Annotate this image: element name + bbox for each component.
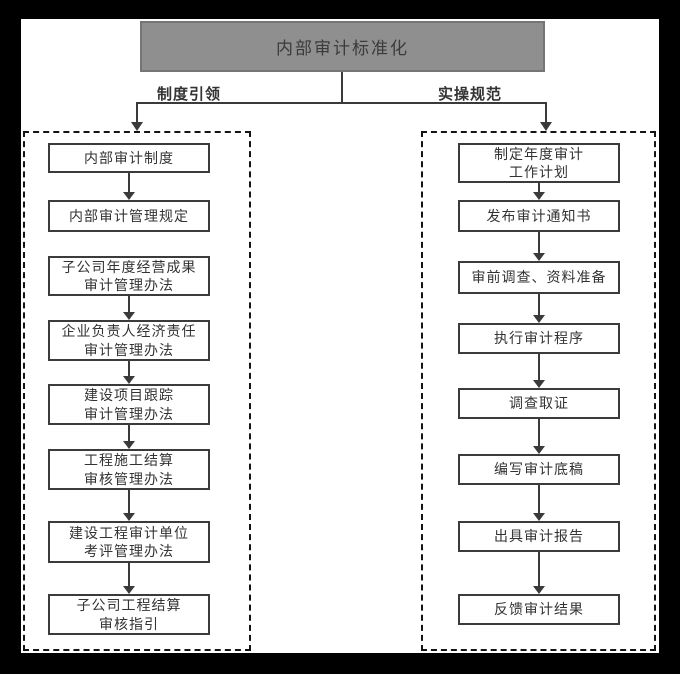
flowchart-node: 子公司年度经营成果 审计管理办法 (48, 256, 210, 296)
connector-arrow (533, 552, 545, 594)
flowchart-node: 企业负责人经济责任 审计管理办法 (48, 320, 210, 361)
connector-arrow (123, 361, 135, 384)
flowchart-node: 建设项目跟踪 审计管理办法 (48, 384, 210, 425)
flowchart-node: 工程施工结算 审核管理办法 (48, 449, 210, 490)
connector-arrow (533, 485, 545, 521)
connector-arrow (533, 232, 545, 261)
connector-arrow (123, 296, 135, 320)
connector-arrow (123, 425, 135, 449)
connector-arrow (123, 563, 135, 594)
arrow-down-icon (540, 122, 552, 131)
flowchart-node: 执行审计程序 (458, 323, 620, 354)
flowchart-node: 审前调查、资料准备 (458, 261, 620, 294)
connector-line (341, 72, 343, 103)
connector-line (136, 102, 547, 104)
flowchart-node: 内部审计管理规定 (48, 200, 210, 232)
flowchart-node: 调查取证 (458, 388, 620, 419)
arrow-down-icon (131, 122, 143, 131)
flowchart-node: 内部审计制度 (48, 143, 210, 173)
branch-label-right: 实操规范 (438, 86, 503, 103)
connector-arrow (123, 173, 135, 200)
connector-line (136, 102, 138, 123)
connector-arrow (533, 419, 545, 454)
flowchart-node: 编写审计底稿 (458, 454, 620, 485)
branch-label-left: 制度引领 (157, 86, 222, 103)
flowchart-node: 建设工程审计单位 考评管理办法 (48, 521, 210, 563)
title-box: 内部审计标准化 (140, 21, 545, 72)
connector-arrow (533, 183, 545, 200)
connector-arrow (533, 294, 545, 323)
connector-arrow (123, 490, 135, 521)
diagram-title: 内部审计标准化 (276, 39, 409, 58)
flowchart-node: 出具审计报告 (458, 521, 620, 552)
connector-line (545, 102, 547, 123)
connector-arrow (533, 354, 545, 388)
flowchart-node: 发布审计通知书 (458, 200, 620, 232)
flowchart-node: 反馈审计结果 (458, 594, 620, 625)
flowchart-node: 子公司工程结算 审核指引 (48, 594, 210, 635)
flowchart-node: 制定年度审计 工作计划 (458, 143, 620, 183)
